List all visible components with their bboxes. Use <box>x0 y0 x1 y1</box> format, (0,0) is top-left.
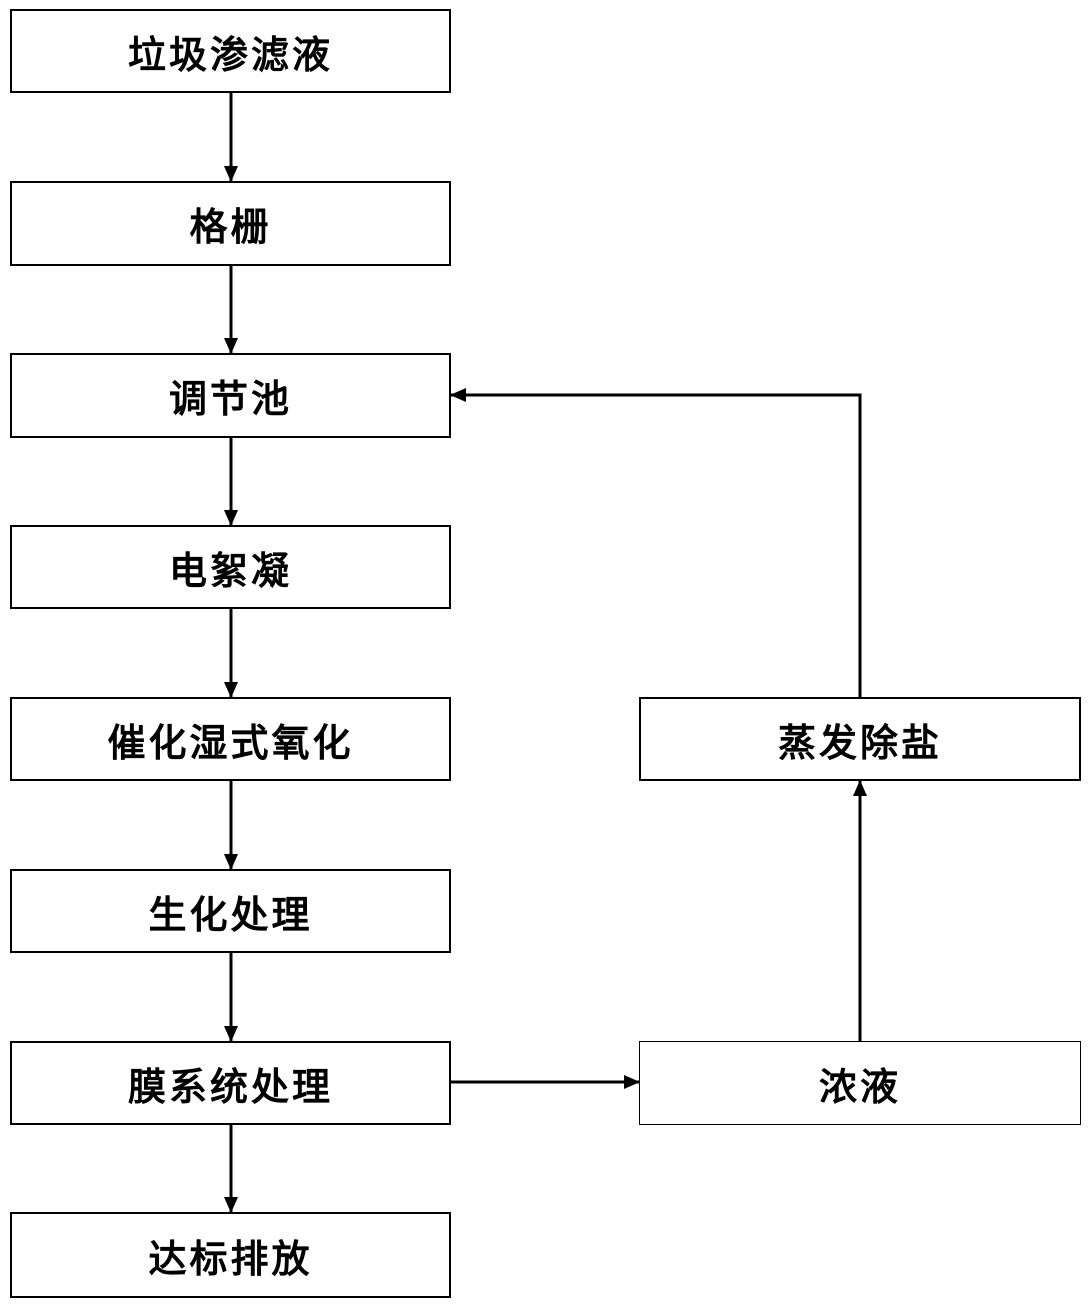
node-label: 浓液 <box>818 1064 901 1109</box>
node-label: 膜系统处理 <box>127 1064 333 1109</box>
node-electro-flocculation: 电絮凝 <box>10 525 451 609</box>
node-label: 电絮凝 <box>168 548 292 593</box>
node-catalytic-wet-oxidation: 催化湿式氧化 <box>10 697 451 781</box>
node-label: 垃圾渗滤液 <box>127 32 333 77</box>
node-label: 调节池 <box>168 377 292 421</box>
node-label: 达标排放 <box>148 1236 313 1281</box>
arrow-evaporation-desalination-to-regulating-tank <box>450 388 862 697</box>
node-evaporation-desalination: 蒸发除盐 <box>639 697 1081 781</box>
node-membrane-treatment: 膜系统处理 <box>10 1041 451 1125</box>
node-label: 格栅 <box>189 205 272 249</box>
node-concentrate: 浓液 <box>639 1041 1081 1125</box>
node-grille: 格栅 <box>10 181 451 266</box>
node-label: 生化处理 <box>148 892 313 937</box>
node-label: 蒸发除盐 <box>777 720 942 765</box>
node-label: 催化湿式氧化 <box>107 720 354 765</box>
node-biochemical-treatment: 生化处理 <box>10 869 451 953</box>
node-discharge: 达标排放 <box>10 1212 451 1298</box>
node-regulating-tank: 调节池 <box>10 353 451 438</box>
node-leachate: 垃圾渗滤液 <box>10 9 451 93</box>
